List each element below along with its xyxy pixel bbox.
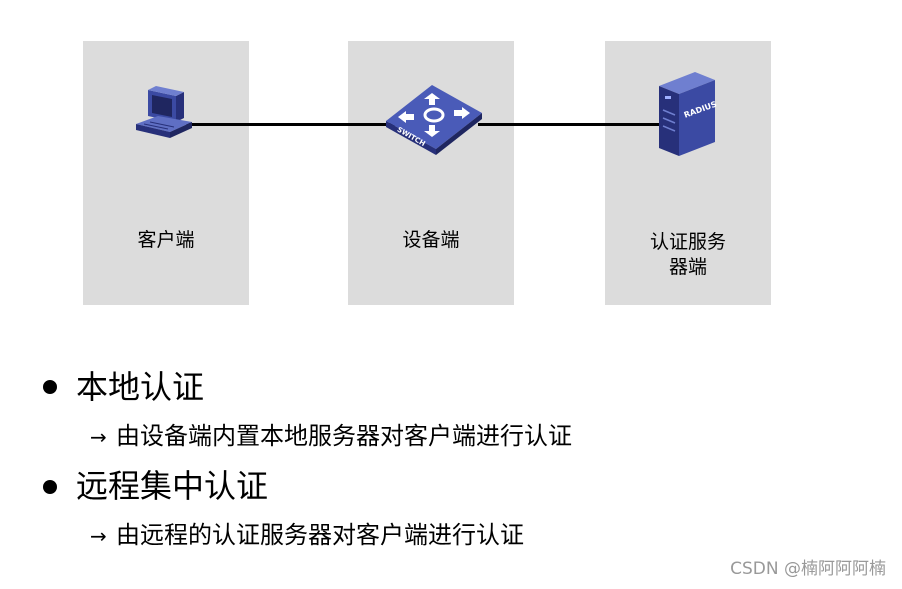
client-label: 客户端 bbox=[137, 229, 195, 251]
bullet-dot bbox=[43, 380, 57, 394]
device-label: 设备端 bbox=[402, 229, 460, 251]
server-label-line1: 认证服务 bbox=[649, 231, 726, 253]
detail-remote-auth-text: 由远程的认证服务器对客户端进行认证 bbox=[116, 521, 524, 549]
heading-remote-auth: 远程集中认证 bbox=[76, 467, 269, 505]
arrow-icon: → bbox=[90, 524, 107, 548]
server-icon: RADIUS bbox=[659, 72, 718, 156]
detail-local-auth-text: 由设备端内置本地服务器对客户端进行认证 bbox=[116, 422, 572, 450]
server-label: 认证服务 器端 bbox=[605, 230, 771, 280]
device-server-link bbox=[478, 123, 666, 126]
arrow-icon: → bbox=[90, 425, 107, 449]
server-label-line2: 器端 bbox=[668, 256, 707, 278]
pc-icon bbox=[136, 86, 192, 138]
client-panel: 客户端 bbox=[83, 41, 249, 305]
heading-local-auth: 本地认证 bbox=[76, 368, 205, 406]
switch-icon: SWITCH bbox=[386, 85, 482, 155]
detail-remote-auth: → 由远程的认证服务器对客户端进行认证 bbox=[90, 520, 524, 551]
bullet-dot bbox=[43, 480, 57, 494]
detail-local-auth: → 由设备端内置本地服务器对客户端进行认证 bbox=[90, 421, 572, 452]
device-panel: 设备端 bbox=[348, 41, 514, 305]
client-device-link bbox=[186, 123, 398, 126]
watermark: CSDN @楠阿阿阿楠 bbox=[730, 559, 886, 579]
